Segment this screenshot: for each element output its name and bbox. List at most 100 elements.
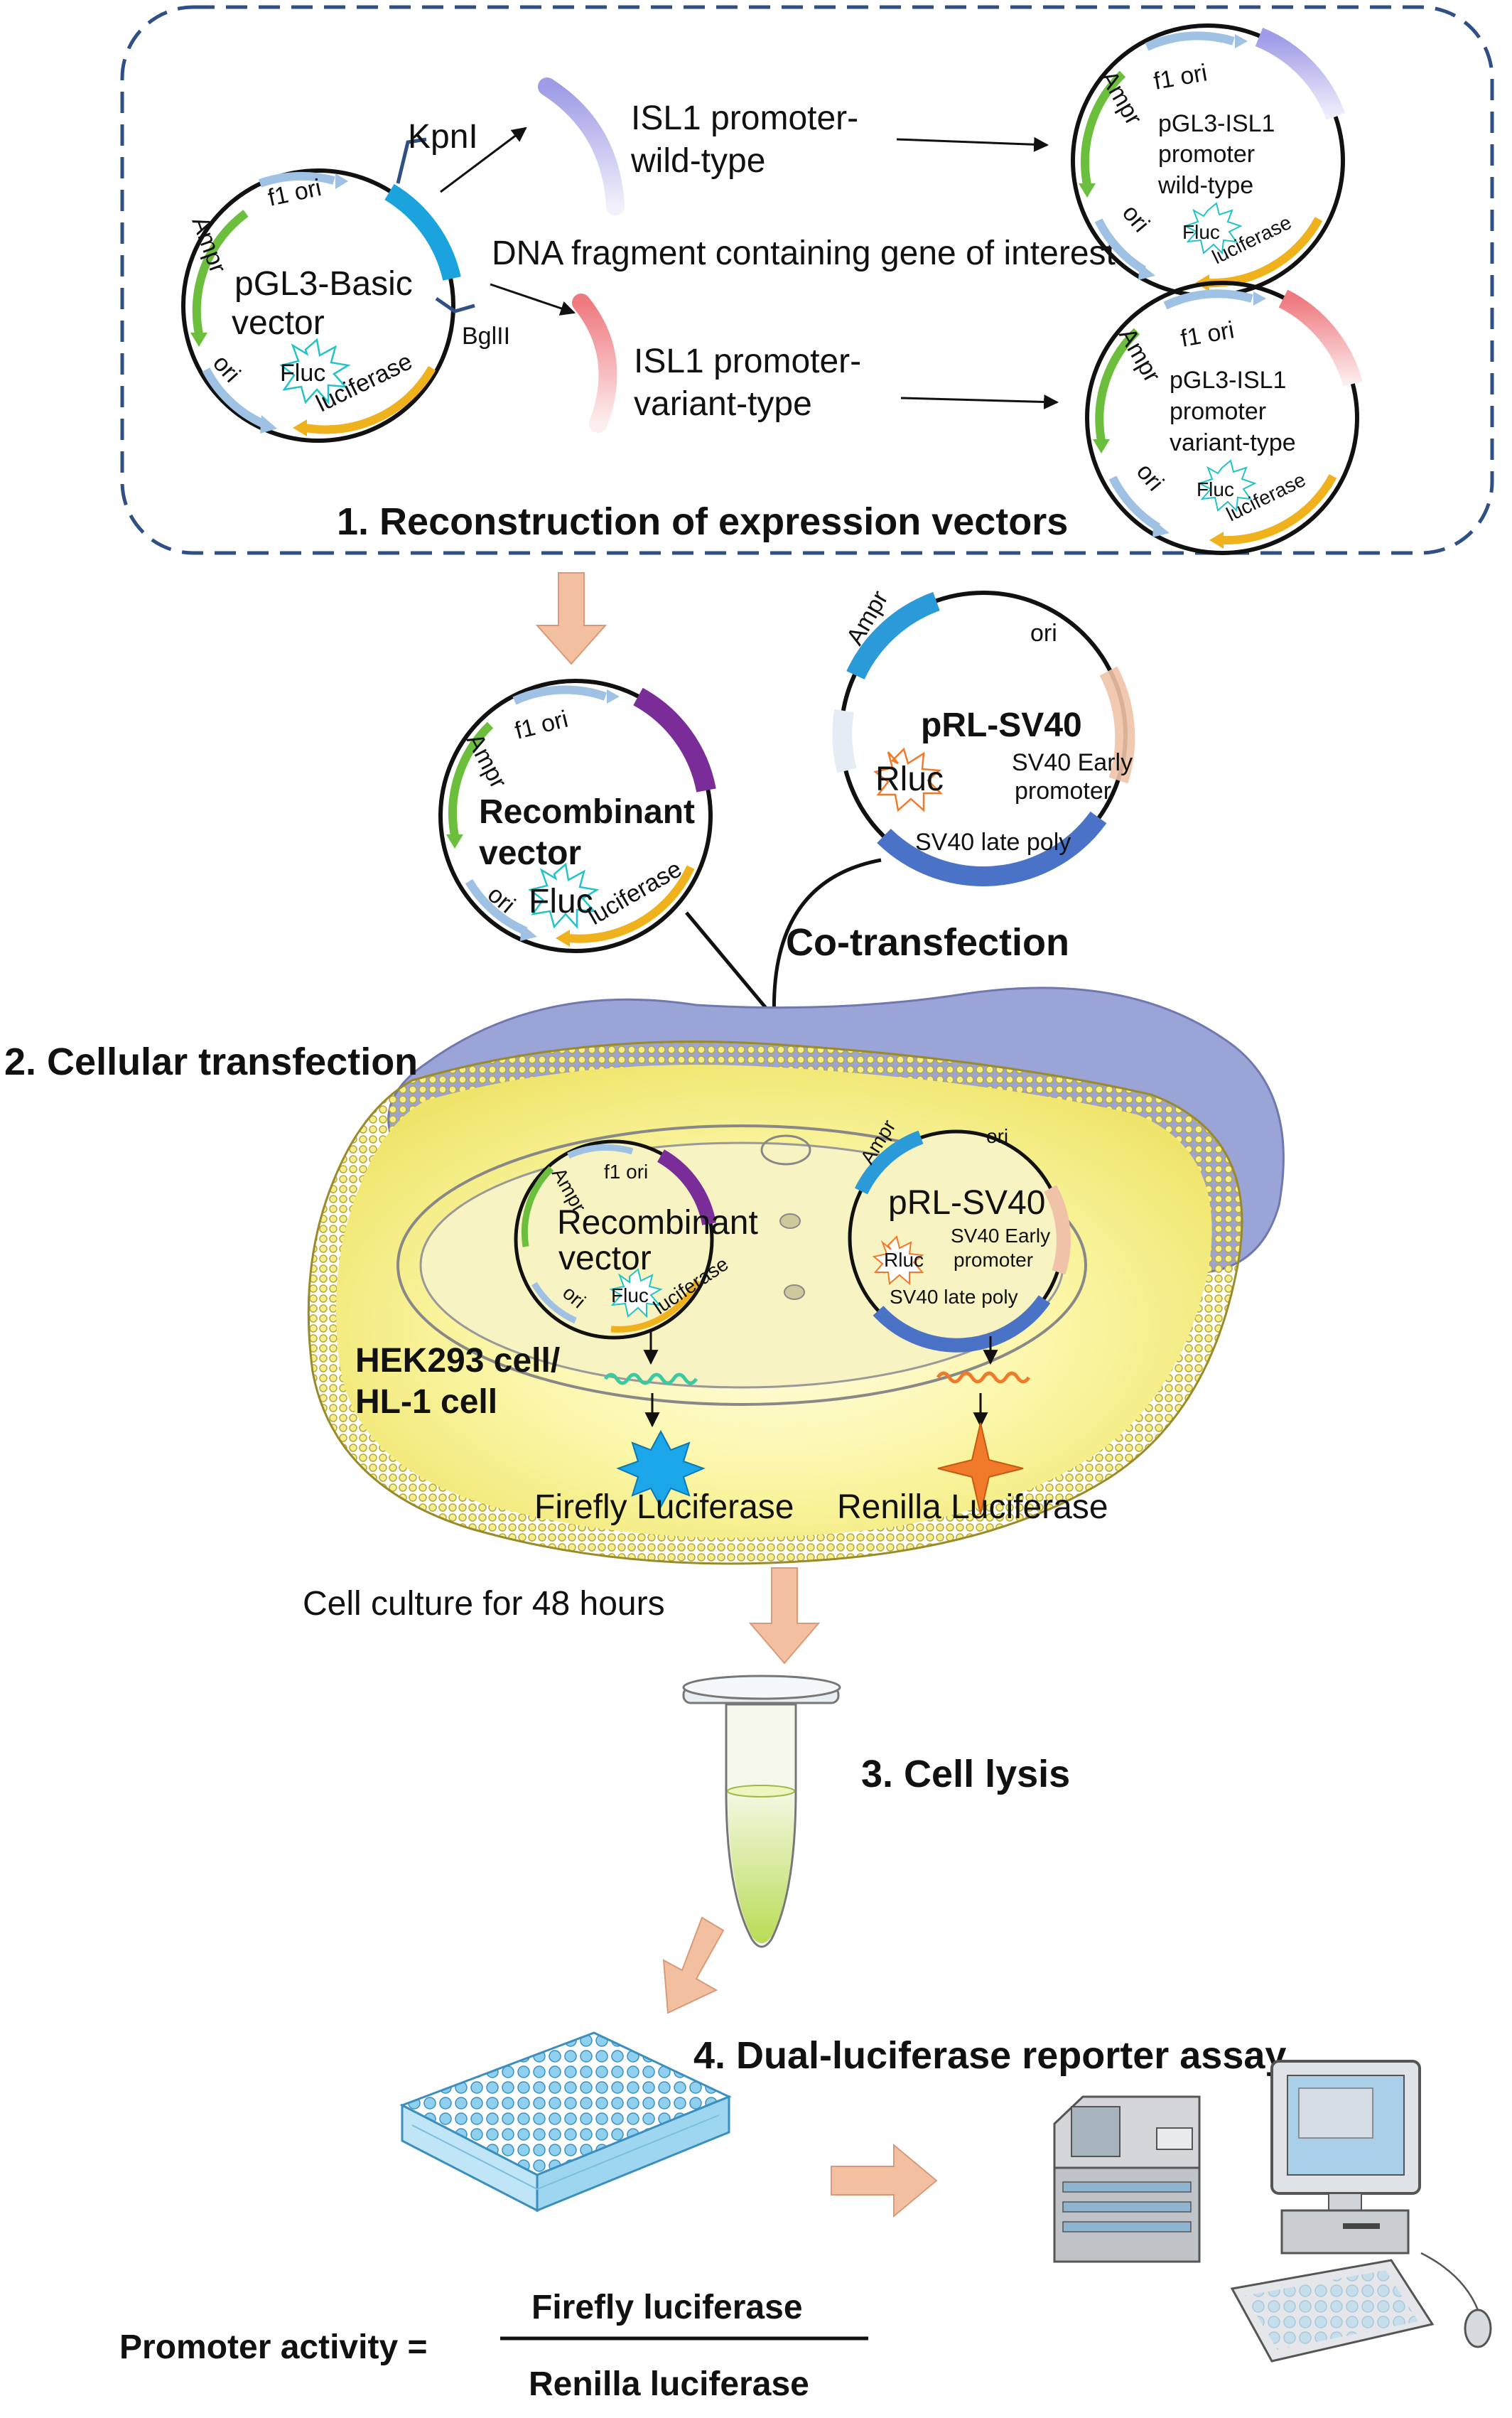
- flow-arrow-2: [748, 1567, 821, 1665]
- ori-label: ori: [1030, 620, 1057, 647]
- inner-prl-plasmid: Ampr ori pRL-SV40 Rluc SV40 Early promot…: [848, 1116, 1071, 1353]
- inner-recombinant-plasmid: f1 ori Ampr Recombinant vector ori Fluc …: [514, 1139, 758, 1340]
- sv40-early-label-1: SV40 Early: [951, 1225, 1050, 1247]
- wild-type-plasmid: f1 ori Ampr pGL3-ISL1 promoter wild-type…: [1071, 23, 1346, 298]
- variant-fragment-label-2: variant-type: [634, 385, 812, 423]
- nucleolus: [779, 1213, 801, 1229]
- culture-label: Cell culture for 48 hours: [303, 1585, 665, 1623]
- fragment-caption: DNA fragment containing gene of interest: [492, 235, 1116, 272]
- variant-vector-label-2: promoter: [1170, 398, 1266, 425]
- flow-arrow-1: [535, 572, 608, 665]
- formula-denominator: Renilla luciferase: [529, 2365, 809, 2403]
- luminometer-icon: [1053, 2095, 1201, 2263]
- prl-label: pRL-SV40: [921, 706, 1082, 744]
- pgl3-basic-label-2: vector: [232, 304, 325, 342]
- fluc-label: Fluc: [611, 1284, 649, 1306]
- fluc-label: Fluc: [1182, 221, 1220, 243]
- latepoly-label: SV40 late poly: [890, 1286, 1018, 1308]
- fluc-label: Fluc: [529, 883, 593, 920]
- wild-insert: [1255, 28, 1346, 120]
- f1ori-label: f1 ori: [1179, 316, 1236, 353]
- arrow-variant-to-vector: [900, 394, 1059, 409]
- ampr-segment: [846, 591, 940, 680]
- luciferase-arrow: [304, 366, 436, 434]
- section4-title: 4. Dual-luciferase reporter assay: [693, 2034, 1286, 2077]
- inner-rec-label-1: Recombinant: [557, 1204, 758, 1242]
- sv40-early-label-1: SV40 Early: [1012, 749, 1133, 776]
- ampr-label: Ampr: [186, 213, 231, 276]
- insert-segment: [657, 1149, 716, 1225]
- renilla-star: [937, 1422, 1024, 1515]
- latepoly-segment: [877, 811, 1107, 886]
- ori-label: ori: [986, 1125, 1008, 1147]
- fluc-label: Fluc: [1197, 478, 1234, 500]
- cell: [307, 987, 1285, 1565]
- fluc-mrna: [603, 1372, 698, 1385]
- kpn-bgl-segment: [384, 183, 461, 281]
- plasmid-ring: [1085, 281, 1359, 555]
- f1ori-label: f1 ori: [512, 706, 571, 745]
- tube-liquid: [728, 1791, 794, 1943]
- section2-title: 2. Cellular transfection: [4, 1041, 418, 1083]
- formula-lhs: Promoter activity =: [119, 2328, 428, 2366]
- variant-fragment: [572, 294, 617, 433]
- formula-numerator: Firefly luciferase: [531, 2289, 803, 2326]
- variant-vector-label-3: variant-type: [1170, 429, 1296, 456]
- sv40-early-label-2: promoter: [954, 1249, 1033, 1271]
- rluc-label: Rluc: [884, 1249, 924, 1271]
- arrow-wild-to-vector: [896, 136, 1049, 152]
- computer-icon: [1230, 2060, 1492, 2363]
- ori-label: ori: [482, 881, 520, 918]
- recombinant-plasmid: f1 ori Ampr Recombinant vector ori Fluc …: [438, 679, 716, 953]
- cotransfection-label: Co-transfection: [786, 921, 1069, 964]
- prl-sv40-plasmid: Ampr ori pRL-SV40 Rluc SV40 Early promot…: [832, 586, 1135, 886]
- latepoly-segment: [873, 1295, 1051, 1353]
- promoter-segment: [1044, 1185, 1071, 1275]
- recombinant-label-1: Recombinant: [479, 793, 695, 831]
- renilla-label: Renilla Luciferase: [837, 1488, 1108, 1526]
- arrow-to-wild: [440, 127, 527, 193]
- nucleus-outer: [396, 1124, 1087, 1406]
- nucleolus: [760, 1134, 811, 1166]
- section1-title: 1. Reconstruction of expression vectors: [337, 500, 1068, 543]
- wild-vector-label-1: pGL3-ISL1: [1158, 110, 1275, 137]
- arrow-to-variant: [490, 283, 576, 316]
- ampr-segment: [854, 1130, 924, 1195]
- variant-insert: [1278, 289, 1363, 387]
- lysis-tube: [682, 1675, 841, 1948]
- variant-type-plasmid: f1 ori Ampr pGL3-ISL1 promoter variant-t…: [1085, 281, 1363, 555]
- variant-vector-label-1: pGL3-ISL1: [1170, 367, 1286, 394]
- firefly-label: Firefly Luciferase: [534, 1488, 794, 1526]
- ori-label: ori: [1117, 200, 1155, 237]
- fluc-label: Fluc: [280, 360, 325, 387]
- fluc-burst: [279, 338, 351, 405]
- variant-fragment-label-1: ISL1 promoter-: [634, 343, 861, 380]
- cell-label-1: HEK293 cell/: [355, 1342, 560, 1380]
- section1-panel: pGL3-Basic vector f1 ori Ampr ori Fluc l…: [120, 5, 1494, 555]
- inner-prl-label: pRL-SV40: [888, 1184, 1045, 1222]
- latepoly-label: SV40 late poly: [915, 829, 1071, 856]
- wild-vector-label-3: wild-type: [1157, 172, 1253, 199]
- bglii-label: BglII: [462, 323, 510, 350]
- section3-title: 3. Cell lysis: [861, 1753, 1070, 1795]
- ori-label: ori: [1131, 458, 1169, 496]
- pgl3-basic-label-1: pGL3-Basic: [234, 265, 413, 303]
- rluc-mrna: [936, 1371, 1031, 1384]
- plasmid-ring: [181, 168, 455, 443]
- cell-label-2: HL-1 cell: [355, 1383, 497, 1421]
- pgl3-basic-plasmid: pGL3-Basic vector f1 ori Ampr ori Fluc l…: [181, 118, 510, 443]
- flow-arrow-4: [831, 2143, 938, 2218]
- plasmid-ring: [514, 1139, 714, 1340]
- rluc-label: Rluc: [875, 761, 944, 798]
- kpni-label: KpnI: [408, 118, 478, 156]
- plasmid-ring: [438, 679, 713, 953]
- f1ori-label: f1 ori: [604, 1161, 648, 1183]
- wild-fragment-label-2: wild-type: [630, 142, 765, 180]
- f1ori-arrow: [258, 171, 335, 188]
- wild-fragment-label-1: ISL1 promoter-: [631, 100, 858, 137]
- f1ori-label: f1 ori: [1152, 59, 1209, 95]
- well-plate: [399, 2031, 732, 2213]
- ori-arrow: [202, 367, 265, 428]
- white-segment: [832, 709, 857, 773]
